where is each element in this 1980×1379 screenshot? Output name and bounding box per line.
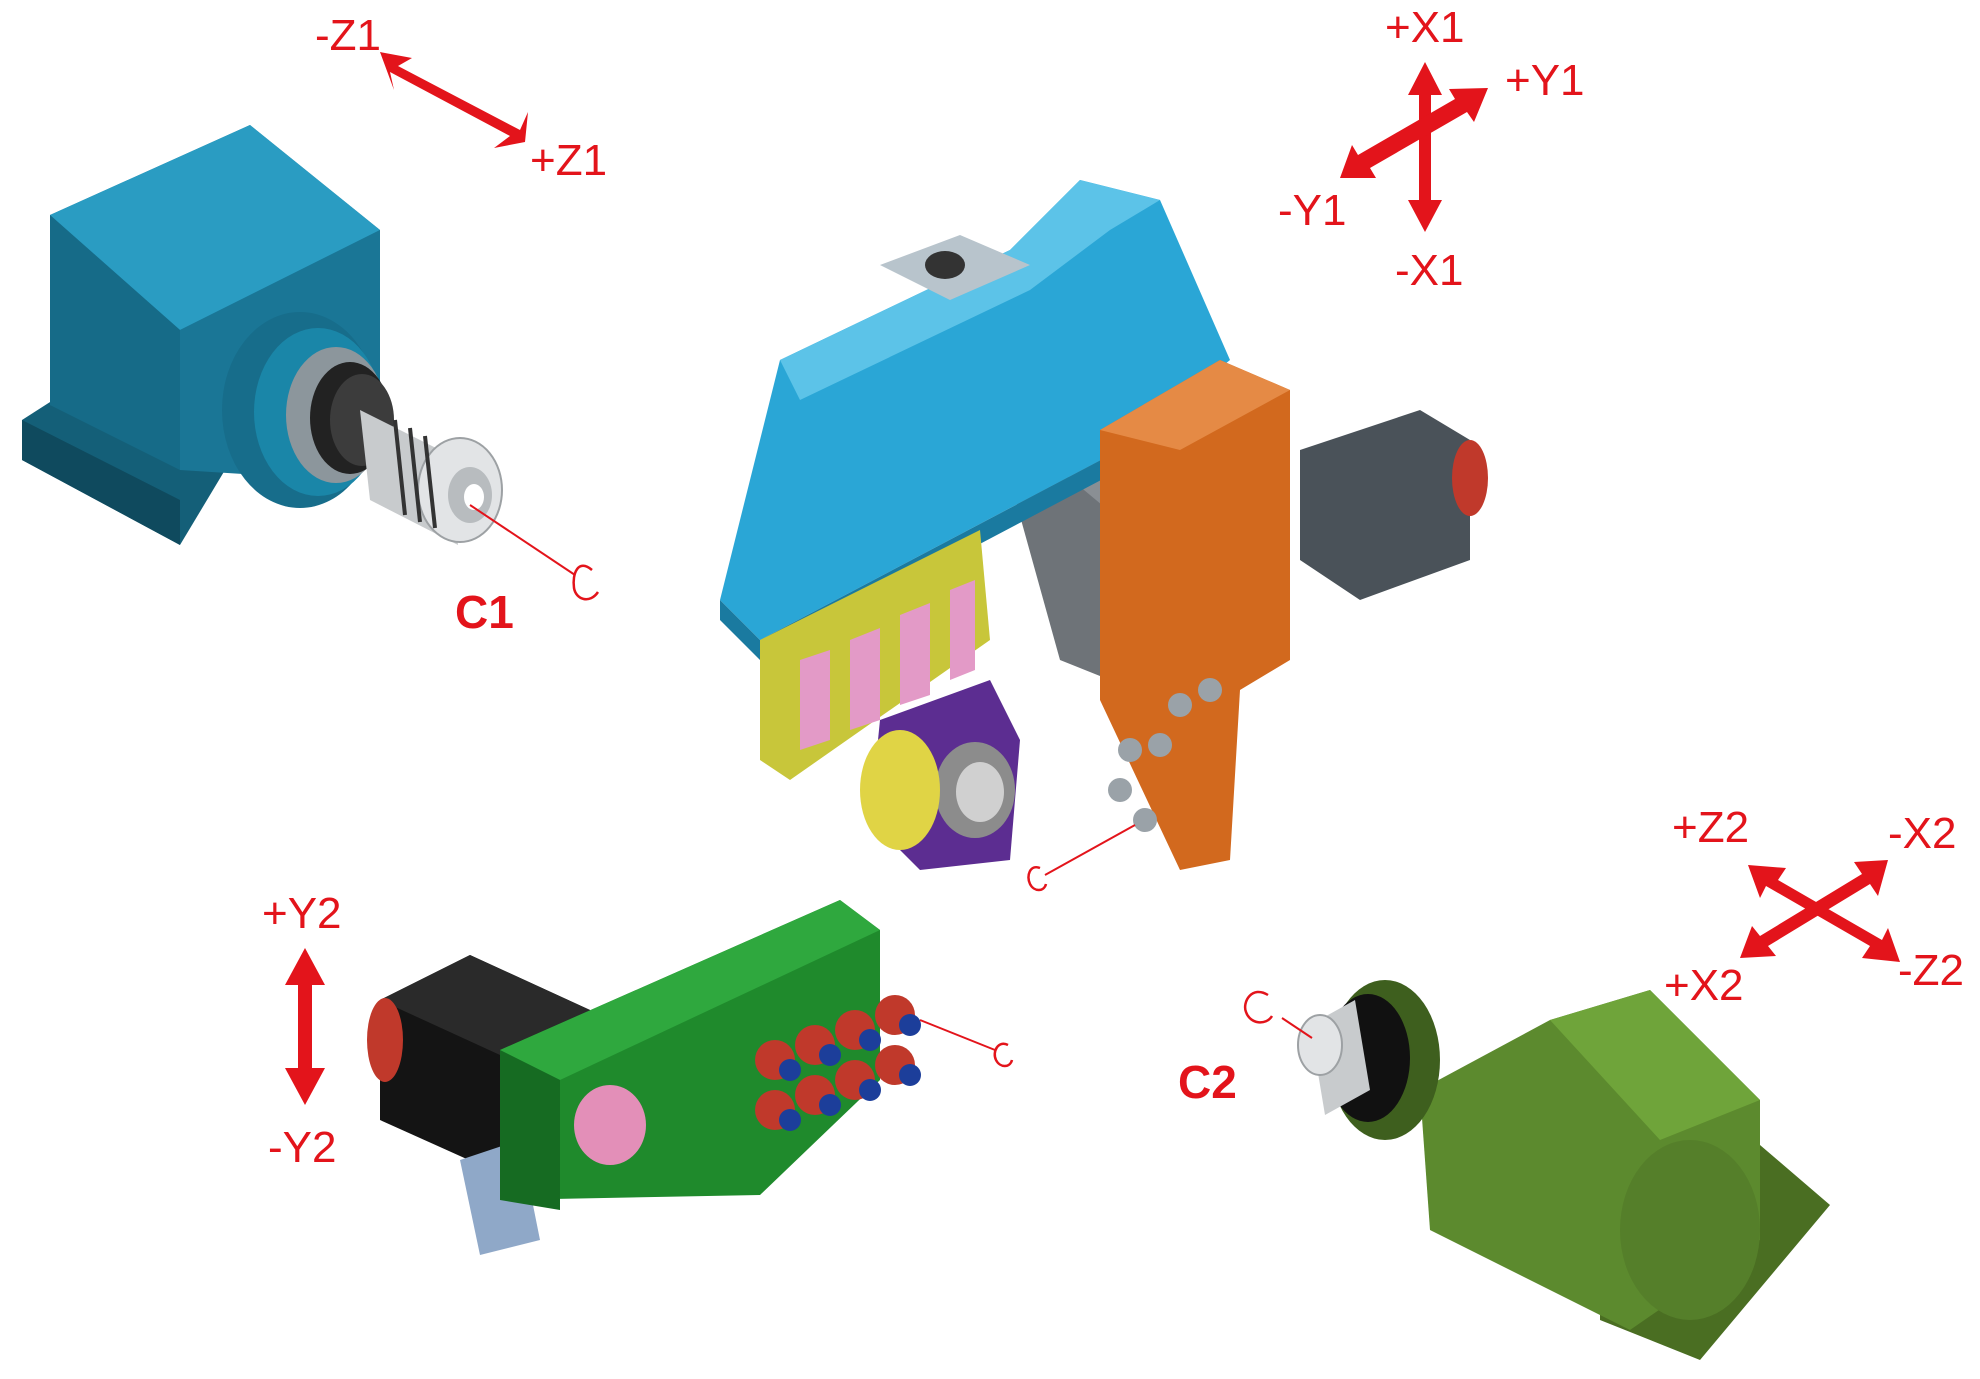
spindle-c1-label: C1 bbox=[455, 586, 514, 638]
spindle-c1 bbox=[22, 125, 503, 545]
z2-plus-label: +Z2 bbox=[1672, 803, 1749, 852]
rotation-c-icon-c2 bbox=[1243, 990, 1313, 1039]
z1-minus-label: -Z1 bbox=[315, 11, 381, 60]
rotation-c-icon-c1 bbox=[469, 504, 600, 601]
spindle-c2 bbox=[1297, 980, 1830, 1360]
rotation-c-icon-turret bbox=[1027, 824, 1136, 892]
x1-minus-label: -X1 bbox=[1395, 246, 1463, 295]
y2-axis-arrow bbox=[285, 948, 325, 1105]
y2-plus-label: +Y2 bbox=[262, 889, 342, 938]
x1-plus-label: +X1 bbox=[1385, 3, 1465, 52]
y2-minus-label: -Y2 bbox=[268, 1123, 336, 1172]
x2-minus-label: -X2 bbox=[1888, 809, 1956, 858]
rotation-c-icon-tool-block bbox=[919, 1019, 1014, 1068]
z2-x2-axis-cross-icon bbox=[1740, 860, 1900, 962]
spindle-c2-label: C2 bbox=[1178, 1056, 1237, 1108]
tool-holders bbox=[755, 995, 921, 1131]
turret-assembly bbox=[720, 180, 1488, 870]
z1-axis-arrow bbox=[380, 52, 528, 148]
z2-minus-label: -Z2 bbox=[1898, 946, 1964, 995]
tool-block-green bbox=[367, 900, 921, 1255]
y1-minus-label: -Y1 bbox=[1278, 186, 1346, 235]
x2-plus-label: +X2 bbox=[1664, 961, 1744, 1010]
y1-plus-label: +Y1 bbox=[1505, 56, 1585, 105]
x1-y1-axis-cross-icon bbox=[1340, 62, 1488, 232]
z1-plus-label: +Z1 bbox=[530, 136, 607, 185]
